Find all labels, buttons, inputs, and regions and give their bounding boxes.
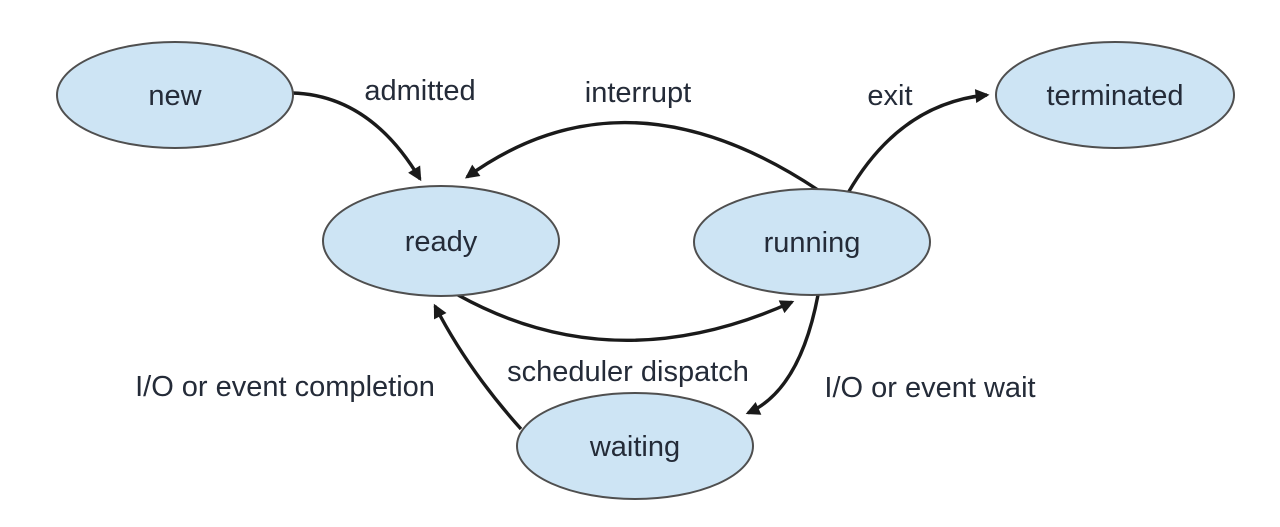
state-node-new [56, 41, 294, 149]
state-nodes-layer [56, 41, 1235, 500]
transition-arrow-scheduler-dispatch [457, 293, 795, 343]
transition-label-io-event-wait: I/O or event wait [824, 372, 1035, 404]
transition-label-interrupt: interrupt [585, 77, 691, 109]
transition-arrow-admitted [291, 91, 422, 182]
transition-arrow-io-event-completion [433, 303, 523, 431]
state-label-waiting: waiting [589, 431, 680, 463]
transition-arrow-interrupt [464, 120, 819, 192]
state-label-ready: ready [405, 226, 478, 258]
transition-arrow-exit [846, 89, 990, 194]
state-label-terminated: terminated [1046, 80, 1183, 112]
transition-label-exit: exit [867, 80, 912, 112]
state-label-running: running [764, 227, 861, 259]
state-node-waiting [516, 392, 754, 500]
transition-edges-layer [291, 89, 990, 431]
transition-label-admitted: admitted [364, 75, 475, 107]
state-node-terminated [995, 41, 1235, 149]
state-label-new: new [148, 80, 202, 112]
transition-label-scheduler-dispatch: scheduler dispatch [507, 356, 749, 388]
state-node-ready [322, 185, 560, 297]
state-node-running [693, 188, 931, 296]
transition-label-io-event-completion: I/O or event completion [135, 371, 435, 403]
transition-arrow-io-event-wait [745, 294, 820, 415]
